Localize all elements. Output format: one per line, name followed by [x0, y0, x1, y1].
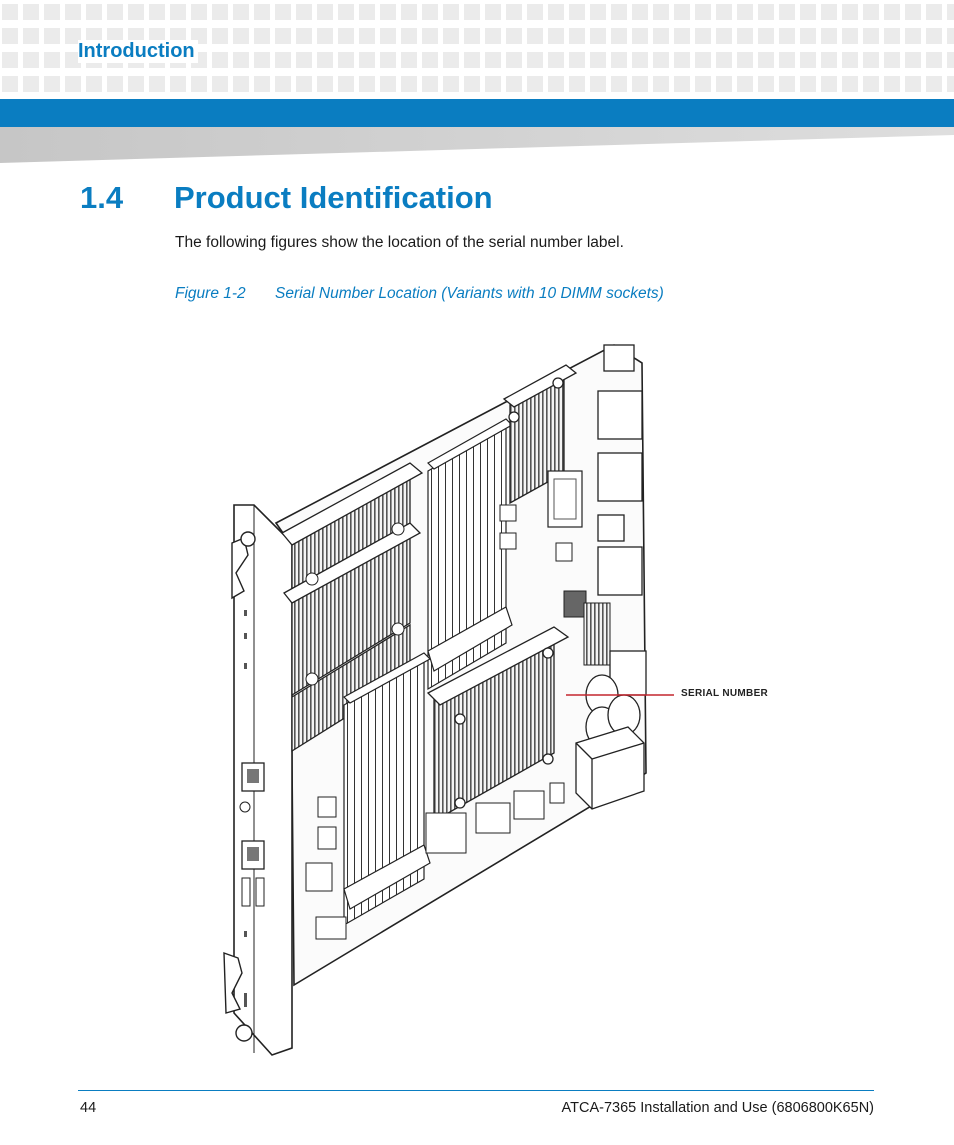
figure-caption: Figure 1-2 Serial Number Location (Varian…	[175, 285, 664, 303]
header-pattern	[0, 0, 954, 96]
usb-port-1	[241, 877, 251, 907]
power-module	[575, 726, 645, 810]
upper-handle	[231, 531, 256, 600]
connector-stack	[597, 344, 647, 696]
lower-handle	[223, 951, 253, 1042]
small-components	[305, 504, 565, 940]
chip-dark	[563, 590, 587, 618]
footer-rule	[78, 1090, 874, 1091]
heatsink-upper-left	[280, 462, 424, 597]
chip-heat-small	[583, 602, 611, 666]
heading-number: 1.4	[80, 180, 124, 215]
board-illustration	[214, 333, 774, 1063]
figure-label: Figure 1-2	[175, 285, 246, 302]
header-wedge	[0, 127, 954, 163]
header-bar	[0, 99, 954, 127]
dimm-sockets-upper	[427, 418, 513, 691]
heatsink-mid-left	[283, 522, 422, 697]
usb-port-2	[255, 877, 265, 907]
document-title: ATCA-7365 Installation and Use (6806800K…	[561, 1100, 874, 1116]
heatsink-center	[426, 626, 570, 823]
figure-caption-text: Serial Number Location (Variants with 10…	[275, 285, 664, 302]
board-drawing	[223, 344, 674, 1056]
intro-paragraph: The following figures show the location …	[175, 234, 624, 251]
heading-title: Product Identification	[174, 180, 493, 215]
page-heading: 1.4 Product Identification	[80, 180, 493, 216]
chip-small	[555, 542, 573, 562]
dimm-sockets-lower	[343, 652, 431, 927]
page-number: 44	[80, 1100, 97, 1116]
panel-button	[239, 801, 251, 813]
section-title: Introduction	[78, 40, 198, 63]
serial-number-callout: SERIAL NUMBER	[681, 688, 769, 699]
